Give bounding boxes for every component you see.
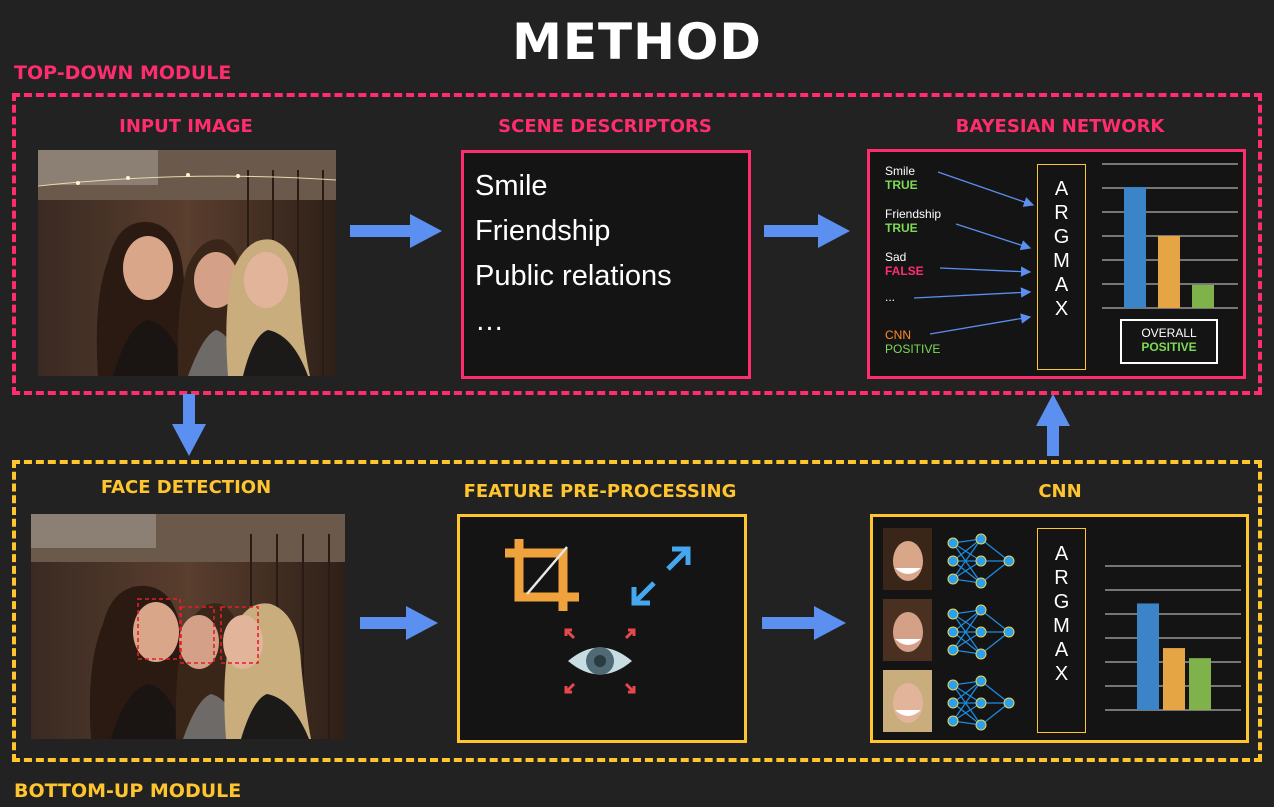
neural-network-icon: [947, 675, 1015, 731]
eye-icon: [564, 628, 636, 694]
arrow-up: [1036, 394, 1070, 456]
feature-preprocessing-header: FEATURE PRE-PROCESSING: [463, 481, 737, 502]
overall-label: OVERALL: [1141, 326, 1197, 340]
argmax-letter: R: [1054, 202, 1069, 224]
argmax-letter: M: [1053, 615, 1070, 637]
cnn-bar-chart: [1105, 565, 1241, 711]
bn-input-value: POSITIVE: [885, 342, 941, 356]
descriptor-item: Public relations: [475, 260, 672, 292]
argmax-letter: M: [1053, 250, 1070, 272]
descriptor-item: …: [475, 305, 504, 337]
bayesian-network-box: Smile TRUE Friendship TRUE Sad FALSE ...…: [867, 149, 1246, 379]
neural-network-icon: [947, 533, 1015, 589]
face-detection-header: FACE DETECTION: [100, 477, 272, 498]
bn-input-label: CNN: [885, 328, 911, 342]
face-crop: [883, 670, 932, 732]
bn-bar-chart: [1102, 163, 1238, 309]
arrow-down: [172, 394, 206, 456]
top-down-module-label: TOP-DOWN MODULE: [14, 62, 232, 84]
arrow-right-4: [762, 606, 846, 640]
arrow-right-2: [764, 214, 850, 248]
bn-input-value: TRUE: [885, 178, 918, 192]
input-image-header: INPUT IMAGE: [119, 116, 253, 137]
cnn-bar: [1163, 648, 1185, 710]
bn-input-label: Smile: [885, 164, 916, 178]
input-image: [38, 150, 336, 376]
cnn-header: CNN: [1038, 481, 1082, 502]
feature-preprocessing-box: [457, 514, 747, 743]
argmax-letter: G: [1053, 591, 1070, 613]
argmax-letter: G: [1053, 226, 1070, 248]
cnn-bar: [1189, 658, 1211, 710]
bn-input-value: TRUE: [885, 221, 918, 235]
bn-input-value: FALSE: [885, 264, 924, 278]
bayesian-network-header: BAYESIAN NETWORK: [955, 116, 1165, 137]
cnn-argmax-box: A R G M A X: [1037, 528, 1086, 733]
arrow-right-3: [360, 606, 438, 640]
resize-icon: [631, 546, 691, 606]
argmax-letter: R: [1054, 567, 1069, 589]
descriptor-item: Friendship: [475, 215, 611, 247]
argmax-letter: X: [1054, 663, 1069, 685]
bn-bar: [1158, 236, 1180, 308]
bottom-up-module-frame: [12, 460, 1262, 762]
scene-descriptors-header: SCENE DESCRIPTORS: [498, 116, 712, 137]
page-title: METHOD: [512, 13, 762, 71]
cnn-box: A R G M A X: [870, 514, 1249, 743]
overall-result-box: OVERALL POSITIVE: [1120, 319, 1218, 364]
top-down-module-frame: [12, 93, 1262, 395]
bn-edges: [913, 171, 1035, 335]
bottom-up-module-label: BOTTOM-UP MODULE: [14, 780, 242, 802]
overall-value: POSITIVE: [1141, 340, 1197, 354]
neural-network-icon: [947, 604, 1015, 660]
scene-descriptors-box: Smile Friendship Public relations …: [461, 150, 751, 379]
bn-bar: [1192, 284, 1214, 308]
face-crop: [883, 528, 932, 590]
descriptor-item: Smile: [475, 170, 548, 202]
face-crop: [883, 599, 932, 661]
cnn-bar: [1137, 603, 1159, 710]
bn-input-label: Friendship: [885, 207, 942, 221]
bn-bar: [1124, 187, 1146, 308]
argmax-letter: X: [1054, 298, 1069, 320]
bn-input-label: Sad: [885, 250, 907, 264]
arrow-right-1: [350, 214, 442, 248]
face-detection-image: [31, 514, 345, 739]
bn-input-label: ...: [885, 290, 896, 304]
argmax-letter: A: [1054, 639, 1069, 661]
crop-icon: [505, 539, 579, 611]
argmax-letter: A: [1054, 274, 1069, 296]
argmax-letter: A: [1054, 543, 1069, 565]
bn-argmax-box: A R G M A X: [1037, 164, 1086, 370]
argmax-letter: A: [1054, 178, 1069, 200]
